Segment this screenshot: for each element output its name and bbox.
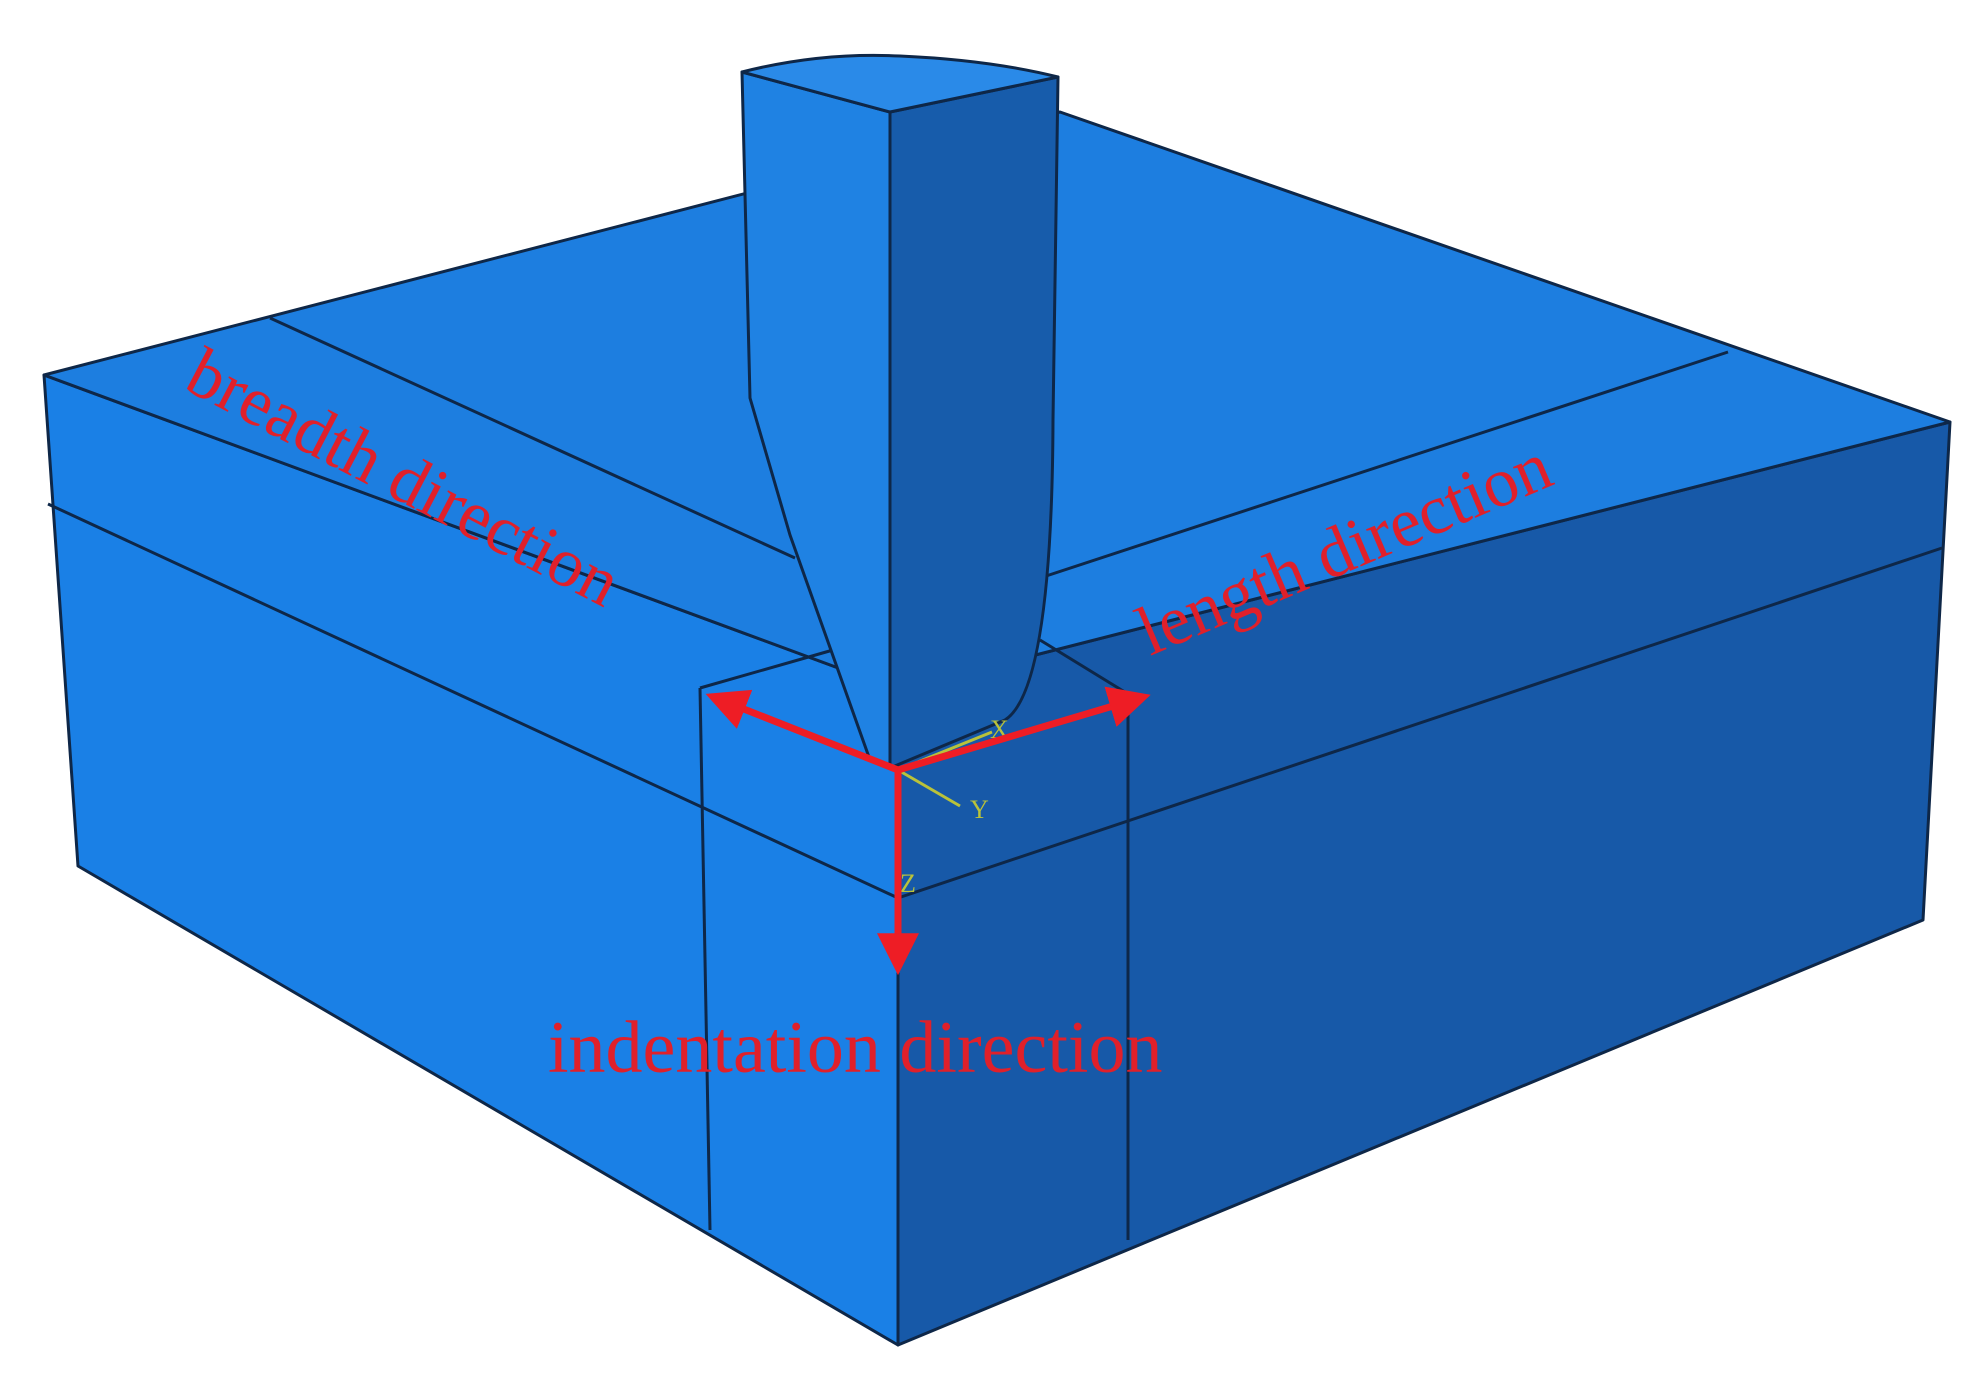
length-arrow <box>897 686 1151 774</box>
triad-y-label: Y <box>970 795 989 824</box>
top-partition-near-left <box>699 646 841 690</box>
breadth-arrow <box>705 689 900 774</box>
top-partition-near-right <box>1039 638 1129 696</box>
triad-z-label: Z <box>900 869 916 898</box>
top-partition-length-right <box>1039 350 1729 580</box>
triad-y-axis <box>897 768 961 808</box>
indentation-direction-label: indentation direction <box>548 1007 1162 1089</box>
indenter-top-cap <box>740 53 1060 114</box>
top-partition-breadth-left <box>269 316 796 560</box>
indenter-right-face <box>888 75 1060 770</box>
front-vertical-partition <box>698 687 712 1231</box>
